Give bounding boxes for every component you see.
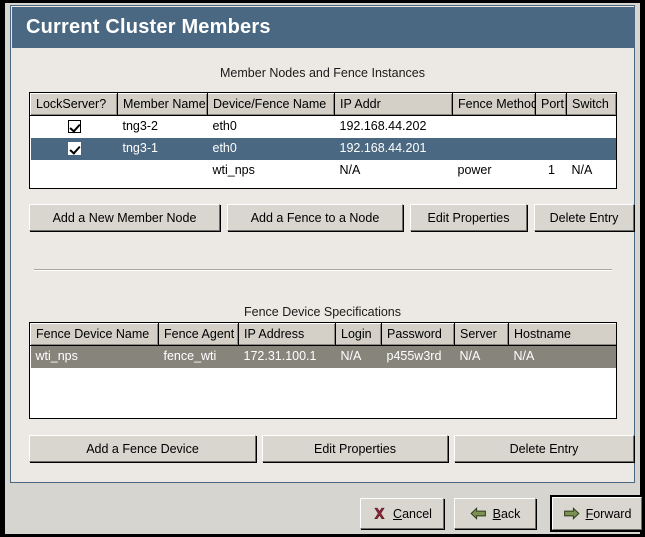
window-inner: Current Cluster Members Member Nodes and…	[5, 3, 644, 534]
member-nodes-table[interactable]: LockServer? Member Name Device/Fence Nam…	[29, 92, 617, 189]
column-header-fence-device-name[interactable]: Fence Device Name	[30, 323, 159, 346]
lockserver-checkbox[interactable]	[68, 142, 81, 156]
cell-empty	[30, 389, 616, 412]
column-header-hostname[interactable]: Hostname	[508, 323, 616, 346]
back-button[interactable]: Back	[454, 498, 536, 529]
cell-fence-method	[452, 115, 536, 138]
cell-ip-addr: 192.168.44.202	[334, 115, 453, 138]
table-empty-row	[30, 389, 616, 412]
cell-ip-addr: 192.168.44.201	[334, 137, 453, 160]
cell-password: p455w3rd	[381, 345, 455, 368]
forward-button-face: Forward	[552, 497, 642, 530]
arrow-left-icon	[470, 506, 487, 521]
cell-lockserver[interactable]	[30, 137, 118, 160]
section-divider	[34, 269, 612, 271]
forward-button-label: Forward	[585, 506, 632, 521]
member-nodes-grid: LockServer? Member Name Device/Fence Nam…	[30, 93, 616, 182]
cell-fence-method	[452, 137, 536, 160]
cell-login: N/A	[335, 345, 382, 368]
column-header-switch[interactable]: Switch	[566, 93, 616, 116]
cell-member-name	[117, 159, 208, 182]
column-header-port[interactable]: Port	[535, 93, 567, 116]
cell-lockserver[interactable]	[30, 115, 118, 138]
column-header-login[interactable]: Login	[335, 323, 382, 346]
column-header-device-fence-name[interactable]: Device/Fence Name	[207, 93, 335, 116]
cell-fence-agent: fence_wti	[158, 345, 239, 368]
column-header-password[interactable]: Password	[381, 323, 455, 346]
cell-server: N/A	[454, 345, 509, 368]
cell-device-fence-name: wti_nps	[207, 159, 335, 182]
table-row[interactable]: tng3-1 eth0 192.168.44.201	[30, 137, 616, 160]
table-empty-row	[30, 367, 616, 390]
table-header-row: LockServer? Member Name Device/Fence Nam…	[30, 93, 616, 116]
content-panel: Current Cluster Members Member Nodes and…	[10, 5, 635, 483]
fence-device-grid: Fence Device Name Fence Agent IP Address…	[30, 323, 616, 412]
cell-port	[535, 137, 567, 160]
fence-device-table[interactable]: Fence Device Name Fence Agent IP Address…	[29, 322, 617, 419]
back-button-label: Back	[492, 506, 521, 521]
lockserver-checkbox[interactable]	[68, 120, 81, 134]
arrow-right-icon	[563, 506, 580, 521]
cell-ip-addr: N/A	[334, 159, 453, 182]
table-header-row: Fence Device Name Fence Agent IP Address…	[30, 323, 616, 346]
delete-entry-fence-button[interactable]: Delete Entry	[454, 435, 634, 462]
edit-properties-member-button[interactable]: Edit Properties	[410, 204, 527, 231]
column-header-ip-address[interactable]: IP Address	[238, 323, 336, 346]
cancel-button-content: Cancel	[372, 506, 432, 521]
column-header-ip-addr[interactable]: IP Addr	[334, 93, 453, 116]
column-header-lockserver[interactable]: LockServer?	[30, 93, 118, 116]
cell-lockserver	[30, 159, 118, 182]
cell-switch	[566, 137, 616, 160]
cell-fence-method: power	[452, 159, 536, 182]
add-new-member-node-button[interactable]: Add a New Member Node	[29, 204, 220, 231]
add-fence-device-button[interactable]: Add a Fence Device	[29, 435, 256, 462]
cell-device-fence-name: eth0	[207, 137, 335, 160]
table-row[interactable]: tng3-2 eth0 192.168.44.202	[30, 115, 616, 138]
members-section-caption: Member Nodes and Fence Instances	[220, 66, 425, 80]
forward-button[interactable]: Forward	[550, 495, 644, 532]
footer-bar: Cancel Back	[5, 484, 644, 534]
cell-member-name: tng3-1	[117, 137, 208, 160]
delete-entry-member-button[interactable]: Delete Entry	[534, 204, 634, 231]
add-fence-to-node-button[interactable]: Add a Fence to a Node	[227, 204, 403, 231]
cell-member-name: tng3-2	[117, 115, 208, 138]
column-header-server[interactable]: Server	[454, 323, 509, 346]
cell-port	[535, 115, 567, 138]
cell-switch	[566, 115, 616, 138]
page-title: Current Cluster Members	[26, 16, 271, 38]
column-header-member-name[interactable]: Member Name	[117, 93, 208, 116]
cell-port: 1	[535, 159, 567, 182]
fence-section-caption: Fence Device Specifications	[243, 305, 402, 319]
back-button-content: Back	[470, 506, 521, 521]
column-header-fence-agent[interactable]: Fence Agent	[158, 323, 239, 346]
table-row[interactable]: wti_nps N/A power 1 N/A	[30, 159, 616, 182]
column-header-fence-method[interactable]: Fence Method	[452, 93, 536, 116]
title-bar: Current Cluster Members	[12, 7, 635, 48]
cancel-button[interactable]: Cancel	[360, 498, 444, 529]
forward-button-content: Forward	[563, 506, 632, 521]
cell-device-fence-name: eth0	[207, 115, 335, 138]
cell-fence-device-name: wti_nps	[30, 345, 159, 368]
edit-properties-fence-button[interactable]: Edit Properties	[262, 435, 448, 462]
cell-ip-address: 172.31.100.1	[238, 345, 336, 368]
table-row[interactable]: wti_nps fence_wti 172.31.100.1 N/A p455w…	[30, 345, 616, 368]
cancel-x-icon	[372, 506, 387, 521]
cell-hostname: N/A	[508, 345, 616, 368]
cell-empty	[30, 367, 616, 390]
cancel-button-label: Cancel	[393, 506, 432, 521]
cell-switch: N/A	[566, 159, 616, 182]
